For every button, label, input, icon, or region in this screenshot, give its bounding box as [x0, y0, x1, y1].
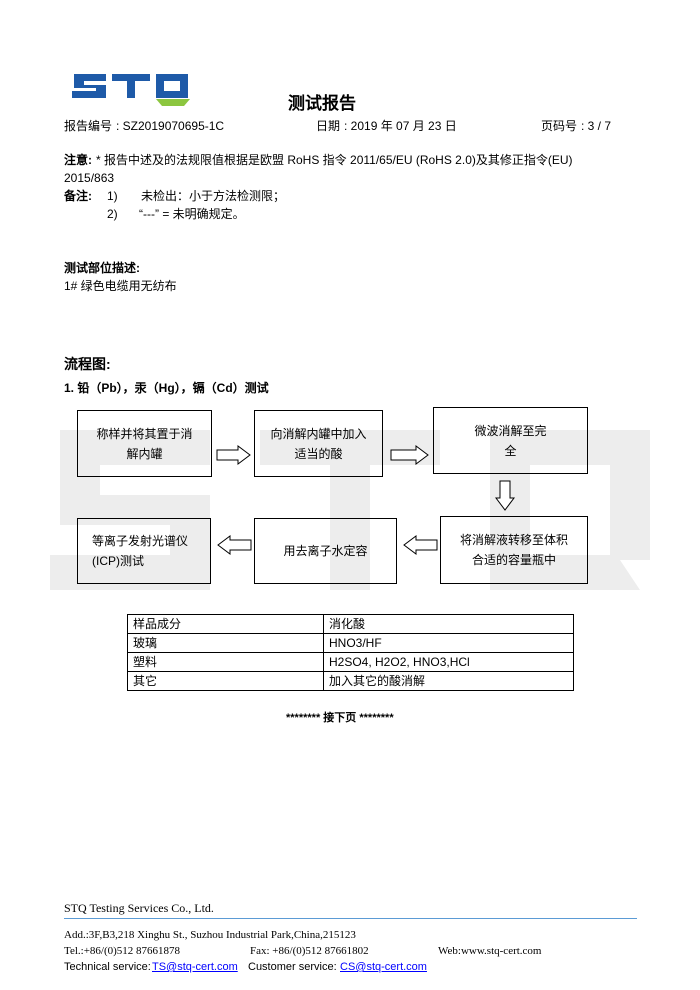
- remark-2: “---” = 未明确规定。: [139, 207, 245, 221]
- remark-1-number: 1): [107, 189, 118, 203]
- note-cont: 2015/863: [64, 171, 115, 185]
- customer-email-link[interactable]: CS@stq-cert.com: [340, 961, 427, 973]
- footer-fax: Fax: +86/(0)512 87661802: [250, 945, 369, 957]
- arrow-right-icon: [390, 445, 429, 465]
- arrow-right-icon: [216, 445, 251, 465]
- note-label: 注意:: [64, 153, 92, 167]
- flow-step-2: 向消解内罐中加入适当的酸: [254, 410, 383, 477]
- arrow-down-icon: [495, 480, 515, 511]
- header-cell: 消化酸: [323, 614, 574, 634]
- test-part-title: 测试部位描述:: [64, 261, 140, 275]
- customer-service-label: Customer service:: [248, 961, 337, 973]
- remark-1: 未检出：小于方法检测限；: [141, 189, 286, 203]
- flow-step-4: 将消解液转移至体积合适的容量瓶中: [440, 516, 588, 584]
- flow-step-6: 等离子发射光谱仪(ICP)测试: [77, 518, 211, 584]
- flow-step-3: 微波消解至完全: [433, 407, 588, 474]
- footer-address: Add.:3F,B3,218 Xinghu St., Suzhou Indust…: [64, 929, 356, 941]
- remark-2-number: 2): [107, 207, 118, 221]
- report-date-label: 日期: [316, 119, 341, 133]
- table-cell: HNO3/HF: [323, 633, 574, 653]
- table-cell: 玻璃: [127, 633, 324, 653]
- page-number: 3 / 7: [581, 118, 611, 134]
- table-cell: 其它: [127, 671, 324, 691]
- header-cell: 样品成分: [127, 614, 324, 634]
- tech-email-link[interactable]: TS@stq-cert.com: [152, 961, 238, 973]
- arrow-left-icon: [403, 535, 438, 555]
- report-number-label: 报告编号: [64, 119, 113, 133]
- table-header-row: 样品成分消化酸: [127, 614, 574, 634]
- page-number-label: 页码号: [541, 119, 578, 133]
- page-title: 测试报告: [288, 94, 356, 113]
- footer-divider: [64, 918, 637, 919]
- report-date: 2019 年 07 月 23 日: [344, 118, 457, 134]
- flow-step-1: 称样并将其置于消解内罐: [77, 410, 212, 477]
- stq-logo: [72, 74, 190, 106]
- table-cell: 塑料: [127, 652, 324, 672]
- remark-label: 备注:: [64, 189, 92, 203]
- continued-marker: ******** 接下页 ********: [286, 712, 394, 724]
- footer-web: Web:www.stq-cert.com: [438, 945, 542, 957]
- footer-company: STQ Testing Services Co., Ltd.: [64, 901, 214, 915]
- tech-service-label: Technical service:: [64, 961, 151, 973]
- note: * 报告中述及的法规限值根据是欧盟 RoHS 指令 2011/65/EU (Ro…: [96, 153, 573, 167]
- arrow-left-icon: [217, 535, 252, 555]
- table-cell: 加入其它的酸消解: [323, 671, 574, 691]
- test-part-item: 1# 绿色电缆用无纺布: [64, 279, 177, 293]
- flowchart-subtitle: 1. 铅（Pb），汞（Hg），镉（Cd）测试: [64, 381, 269, 395]
- flow-step-5: 用去离子水定容: [254, 518, 397, 584]
- stq-watermark: [50, 430, 650, 590]
- table-row: 其它加入其它的酸消解: [127, 671, 574, 691]
- table-cell: H2SO4, H2O2, HNO3,HCl: [323, 652, 574, 672]
- flowchart-title: 流程图:: [64, 356, 111, 372]
- footer-tel: Tel.:+86/(0)512 87661878: [64, 945, 181, 957]
- report-number: SZ2019070695-1C: [116, 118, 224, 134]
